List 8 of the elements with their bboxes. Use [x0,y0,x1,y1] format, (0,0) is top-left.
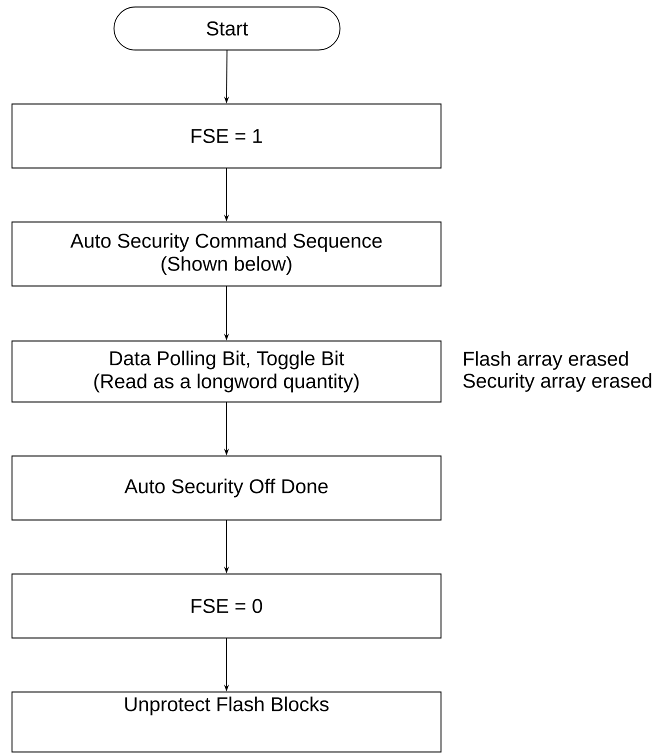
process-box: FSE = 1 [12,104,442,168]
process-box: Auto Security Command Sequence (Shown below) [12,222,442,286]
process-box: Auto Security Off Done [12,456,442,520]
side-note: Security array erased [463,373,652,392]
side-note: Flash array erased [464,351,628,370]
process-box: FSE = 0 [12,574,442,638]
process-box: Data Polling Bit, Toggle Bit (Read as a longword quantity) [12,340,442,402]
process-box: Unprotect Flash Blocks [12,692,442,752]
